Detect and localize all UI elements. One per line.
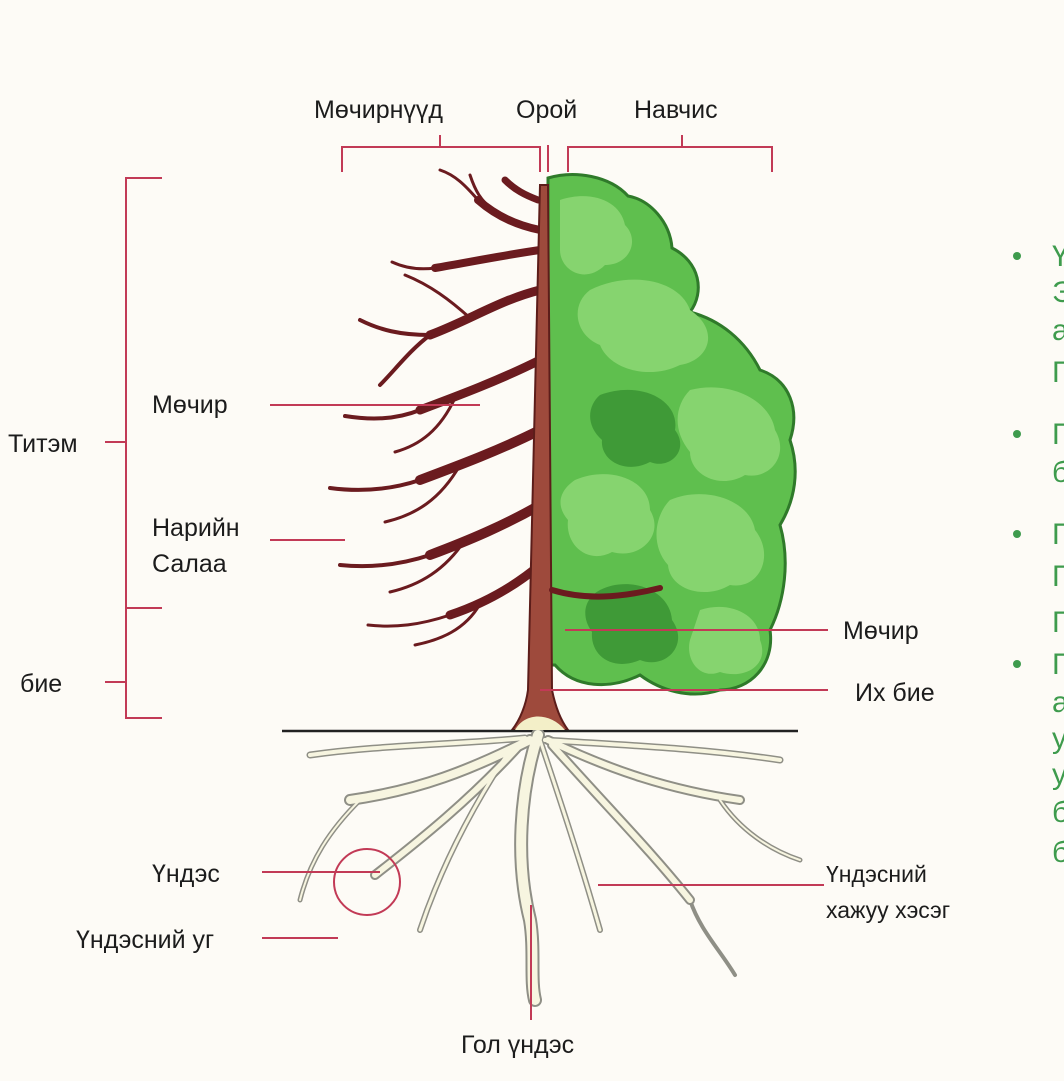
label-leaves-top: Навчис — [634, 96, 718, 124]
side-text-line: а — [1052, 686, 1064, 719]
side-bullet-marker — [1013, 430, 1021, 438]
side-bullet-text: Ү Э а Г Г б Г Г Г Г а у у б б — [1013, 240, 1064, 869]
label-twig-line1: Нарийн — [152, 514, 240, 542]
side-text-line: Г — [1052, 356, 1064, 389]
label-branches-top: Мөчирнүүд — [314, 96, 443, 124]
side-text-line: б — [1052, 456, 1064, 489]
tree-branches-bare — [330, 170, 540, 645]
root-base-highlight-circle — [334, 849, 400, 915]
label-crown: Титэм — [8, 430, 78, 458]
label-branch-left: Мөчир — [152, 391, 228, 419]
side-text-line: б — [1052, 796, 1064, 829]
left-brackets — [105, 178, 162, 718]
side-text-line: б — [1052, 836, 1064, 869]
top-brackets — [342, 135, 772, 172]
label-taproot: Гол үндэс — [461, 1031, 574, 1059]
tree-roots — [300, 717, 800, 1001]
side-text-line: Э — [1052, 276, 1064, 309]
label-twig-line2: Салаа — [152, 550, 227, 578]
tree-leaves-foliage — [548, 175, 795, 694]
side-text-line: Г — [1052, 418, 1064, 451]
side-bullet-marker — [1013, 252, 1021, 260]
label-crown-top: Орой — [516, 96, 577, 124]
side-text-line: Г — [1052, 606, 1064, 639]
label-lateral-root-line1: Үндэсний — [826, 861, 927, 887]
side-bullet-marker — [1013, 530, 1021, 538]
side-bullet-marker — [1013, 660, 1021, 668]
label-lateral-root-line2: хажуу хэсэг — [826, 897, 950, 923]
label-body: бие — [20, 670, 62, 698]
side-text-line: а — [1052, 314, 1064, 347]
label-root: Үндэс — [152, 860, 220, 888]
side-text-line: Г — [1052, 518, 1064, 551]
side-text-line: Г — [1052, 648, 1064, 681]
label-root-base: Үндэсний уг — [76, 926, 214, 954]
label-branch-right: Мөчир — [843, 617, 919, 645]
side-text-line: у — [1052, 758, 1064, 791]
side-text-line: Г — [1052, 560, 1064, 593]
label-trunk: Их бие — [855, 679, 935, 707]
side-text-line: Ү — [1052, 240, 1064, 273]
side-text-line: у — [1052, 722, 1064, 755]
